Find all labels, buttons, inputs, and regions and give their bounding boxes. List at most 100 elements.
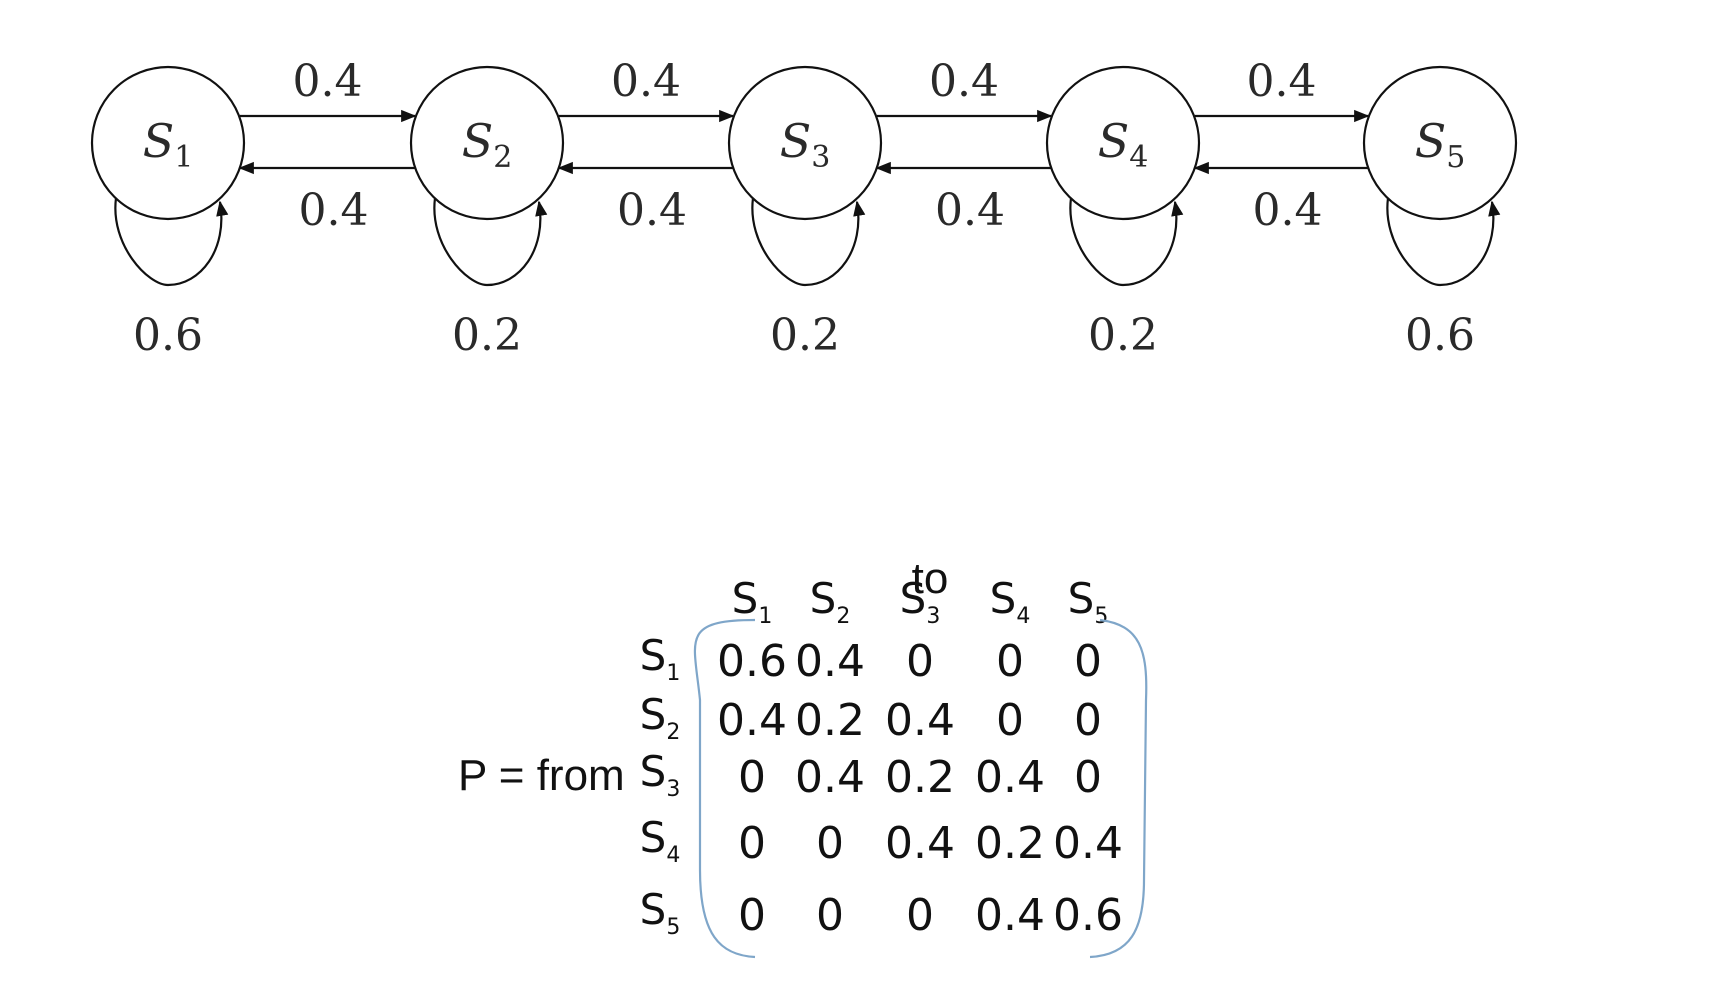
matrix-lhs-label: P = from <box>458 751 625 800</box>
self-loop-label-3: 0.2 <box>770 310 840 361</box>
column-header-2-base: S <box>810 574 837 623</box>
state-label-5-subscript: 5 <box>1446 140 1465 175</box>
state-label-5: S5 <box>1415 114 1466 175</box>
self-loop-4 <box>1069 197 1184 287</box>
state-label-3: S3 <box>780 114 831 175</box>
column-header-3-base: S <box>900 574 927 623</box>
forward-label-1: 0.4 <box>293 56 363 107</box>
matrix-cell: 0.4 <box>795 636 865 687</box>
state-node-1 <box>90 65 246 221</box>
matrix-cell: 0.4 <box>975 890 1045 941</box>
row-header-5-subscript: 5 <box>666 915 680 940</box>
state-node-3 <box>727 65 883 221</box>
backward-label-3: 0.4 <box>935 185 1005 236</box>
backward-label-4: 0.4 <box>1253 185 1323 236</box>
state-label-1-base: S <box>143 114 175 168</box>
column-header-3: S3 <box>900 574 941 629</box>
matrix-cell: 0.4 <box>717 695 787 746</box>
state-chain: 0.40.40.40.40.40.40.40.4S10.6S20.2S30.2S… <box>90 56 1518 361</box>
matrix-cell: 0.4 <box>1053 818 1123 869</box>
row-header-3: S3 <box>640 747 681 802</box>
state-label-2: S2 <box>462 114 513 175</box>
self-loop-label-5: 0.6 <box>1405 310 1475 361</box>
row-header-5: S5 <box>640 885 681 940</box>
column-header-3-subscript: 3 <box>926 604 940 629</box>
row-header-4-base: S <box>640 813 667 862</box>
matrix-cell: 0.2 <box>975 818 1045 869</box>
state-node-5 <box>1362 65 1518 221</box>
column-header-5: S5 <box>1068 574 1109 629</box>
matrix-cell: 0.6 <box>717 636 787 687</box>
state-node-2 <box>409 65 565 221</box>
row-header-2-base: S <box>640 690 667 739</box>
column-header-1: S1 <box>732 574 773 629</box>
state-node-4 <box>1045 65 1201 221</box>
self-loop-5 <box>1386 197 1501 287</box>
column-header-5-subscript: 5 <box>1094 604 1108 629</box>
row-header-1: S1 <box>640 631 681 686</box>
backward-label-1: 0.4 <box>299 185 369 236</box>
matrix-cell: 0 <box>1074 695 1102 746</box>
matrix-cell: 0 <box>816 890 844 941</box>
column-header-2: S2 <box>810 574 851 629</box>
state-label-1: S1 <box>143 114 194 175</box>
matrix-right-bracket <box>1089 618 1148 959</box>
self-loop-label-2: 0.2 <box>452 310 522 361</box>
state-label-2-subscript: 2 <box>493 140 512 175</box>
row-header-1-base: S <box>640 631 667 680</box>
matrix-cell: 0 <box>1074 752 1102 803</box>
state-label-4: S4 <box>1098 114 1149 175</box>
state-label-4-subscript: 4 <box>1129 140 1148 175</box>
column-header-1-subscript: 1 <box>758 604 772 629</box>
column-header-1-base: S <box>732 574 759 623</box>
column-header-4-base: S <box>990 574 1017 623</box>
state-label-2-base: S <box>462 114 494 168</box>
matrix-cell: 0.6 <box>1053 890 1123 941</box>
row-header-1-subscript: 1 <box>666 661 680 686</box>
row-header-4: S4 <box>640 813 681 868</box>
matrix-cell: 0.4 <box>795 752 865 803</box>
matrix-cell: 0 <box>738 752 766 803</box>
row-header-3-base: S <box>640 747 667 796</box>
matrix-cell: 0 <box>1074 636 1102 687</box>
row-header-2-subscript: 2 <box>666 720 680 745</box>
matrix-cell: 0 <box>816 818 844 869</box>
state-label-4-base: S <box>1098 114 1130 168</box>
state-label-3-base: S <box>780 114 812 168</box>
self-loop-label-1: 0.6 <box>133 310 203 361</box>
matrix-cell: 0.4 <box>975 752 1045 803</box>
matrix-cell: 0.2 <box>885 752 955 803</box>
matrix-cell: 0.4 <box>885 695 955 746</box>
state-label-3-subscript: 3 <box>811 140 830 175</box>
matrix-cell: 0.2 <box>795 695 865 746</box>
self-loop-3 <box>751 197 866 287</box>
row-header-3-subscript: 3 <box>666 777 680 802</box>
state-label-1-subscript: 1 <box>174 140 193 175</box>
row-header-2: S2 <box>640 690 681 745</box>
column-header-2-subscript: 2 <box>836 604 850 629</box>
column-header-4-subscript: 4 <box>1016 604 1030 629</box>
forward-label-3: 0.4 <box>929 56 999 107</box>
backward-label-2: 0.4 <box>617 185 687 236</box>
matrix-cell: 0 <box>738 818 766 869</box>
row-header-5-base: S <box>640 885 667 934</box>
matrix-cell: 0 <box>738 890 766 941</box>
matrix-cell: 0 <box>906 636 934 687</box>
matrix-to-label: to <box>912 554 949 603</box>
matrix-left-bracket <box>693 618 756 959</box>
state-label-5-base: S <box>1415 114 1447 168</box>
column-header-4: S4 <box>990 574 1031 629</box>
matrix-cell: 0.4 <box>885 818 955 869</box>
row-header-4-subscript: 4 <box>666 843 680 868</box>
matrix-cell: 0 <box>996 636 1024 687</box>
self-loop-label-4: 0.2 <box>1088 310 1158 361</box>
matrix-cell: 0 <box>996 695 1024 746</box>
column-header-5-base: S <box>1068 574 1095 623</box>
forward-label-2: 0.4 <box>611 56 681 107</box>
self-loop-2 <box>433 197 548 287</box>
self-loop-1 <box>114 197 229 287</box>
forward-label-4: 0.4 <box>1247 56 1317 107</box>
matrix-cell: 0 <box>906 890 934 941</box>
